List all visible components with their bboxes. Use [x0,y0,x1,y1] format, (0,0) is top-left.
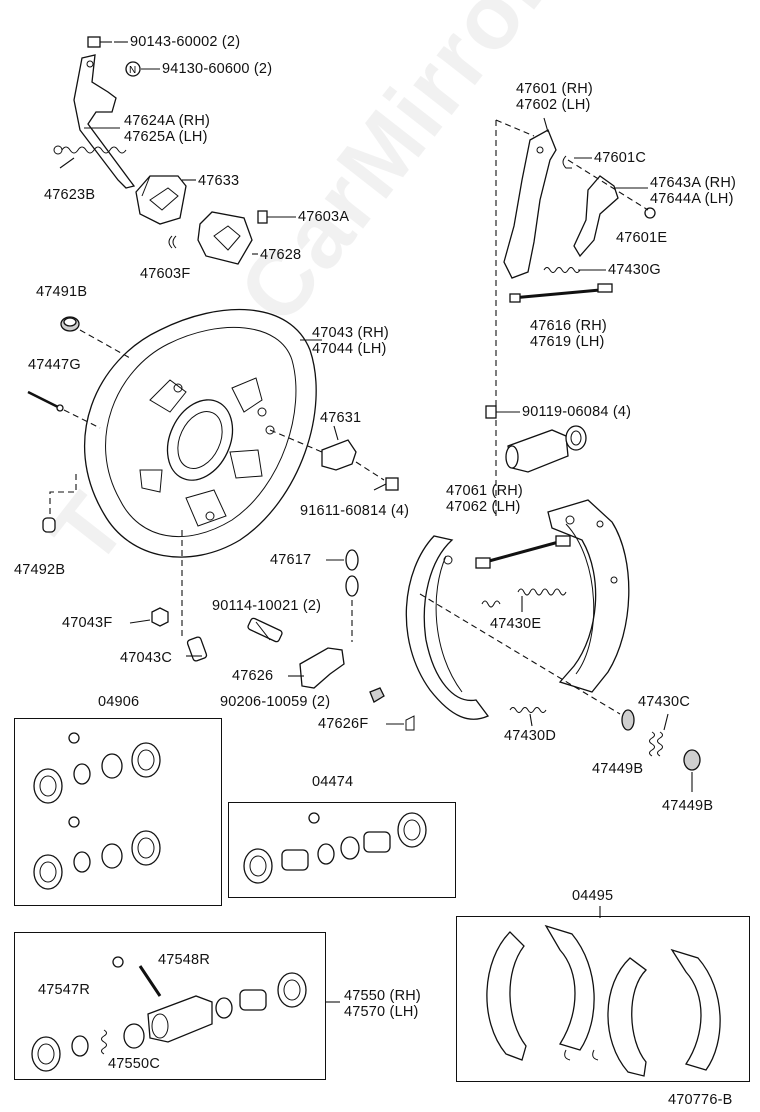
plug-47491b [60,316,131,359]
label-47628: 47628 [260,247,302,263]
label-90143: 90143-60002 (2) [130,34,241,50]
kit-box-wheel-cylinder [14,932,326,1080]
label-47617: 47617 [270,552,312,568]
washer-47601e [644,207,656,219]
lever-47624a [73,54,136,189]
label-47043: 47043 (RH) 47044 (LH) [312,325,389,357]
label-90206: 90206-10059 (2) [220,694,331,710]
label-47548r: 47548R [158,952,210,968]
label-47043f: 47043F [62,615,113,631]
label-47601c: 47601C [594,150,646,166]
label-47449b-1: 47449B [592,761,644,777]
label-47547r: 47547R [38,982,90,998]
kit-04906-parts [33,732,161,890]
backing-plate-47043 [83,308,322,558]
label-47626: 47626 [232,668,274,684]
label-90114: 90114-10021 (2) [212,598,322,614]
spring-47430g [543,267,606,273]
lever-47626 [288,647,345,689]
label-90119: 90119-06084 (4) [522,404,632,420]
lever-47601 [503,117,557,279]
brake-shoe-rear [547,499,630,693]
label-47601e: 47601E [616,230,668,246]
cable-47616 [509,283,613,303]
label-47624a: 47624A (RH) 47625A (LH) [124,113,211,145]
label-94130: 94130-60600 (2) [162,61,273,77]
label-47603f: 47603F [140,266,191,282]
kit-box-04906 [14,718,222,906]
brake-shoe-front [405,535,490,720]
strut-47633 [135,175,196,225]
spring-47623b [53,145,127,169]
adjuster-strut [475,535,571,569]
label-47449b-2: 47449B [662,798,714,814]
label-47491b: 47491B [36,284,88,300]
kit-04474-parts [243,812,427,884]
spring-47430d [509,707,547,727]
ref-code: 470776-B [668,1092,733,1108]
kit-box-04474 [228,802,456,898]
cup-47449b-1 [621,709,635,731]
bolt-47043c [181,530,208,662]
label-47061: 47061 (RH) 47062 (LH) [446,483,523,515]
label-91611: 91611-60814 (4) [300,503,410,519]
spring-47430e [481,588,567,612]
bolt-47447g [27,390,101,429]
cap-47492b [42,470,77,533]
label-47643a: 47643A (RH) 47644A (LH) [650,175,737,207]
dash-guides-right [495,119,649,520]
bolt-90119 [485,405,520,419]
kit-04495-parts [486,906,721,1077]
label-47492b: 47492B [14,562,66,578]
label-47603a: 47603A [298,209,350,225]
wheel-cylinder-47061 [505,425,587,473]
clip-47626f [386,715,415,731]
label-47430d: 47430D [504,728,556,744]
label-47626f: 47626F [318,716,369,732]
label-04906: 04906 [98,694,140,710]
bolt-90143 [87,36,128,48]
bolt-91611 [355,461,399,491]
label-47601: 47601 (RH) 47602 (LH) [516,81,593,113]
dash-guide-shoe [419,593,621,715]
kit-box-04495 [456,916,750,1082]
pin-47603f [168,235,177,249]
label-47550: 47550 (RH) 47570 (LH) [344,988,421,1020]
svg-text:N: N [129,65,136,76]
bolt-47603a [257,210,296,224]
label-47447g: 47447G [28,357,81,373]
label-47043c: 47043C [120,650,172,666]
pin-90114 [247,617,283,643]
strut-47628 [197,211,258,265]
washer-90206 [369,687,385,703]
label-47430e: 47430E [490,616,542,632]
link-47617 [326,549,359,642]
bracket-47631 [269,425,357,471]
label-04495: 04495 [572,888,614,904]
label-47633: 47633 [198,173,240,189]
wheel-cylinder-parts [31,956,340,1072]
label-04474: 04474 [312,774,354,790]
cup-47449b-2 [683,749,701,792]
nut-47043f [129,607,169,627]
label-47430g: 47430G [608,262,661,278]
nut-94130: N [125,61,160,77]
label-47616: 47616 (RH) 47619 (LH) [530,318,607,350]
bracket-47643a [573,175,648,258]
label-47631: 47631 [320,410,362,426]
label-47550c: 47550C [108,1056,160,1072]
label-47430c: 47430C [638,694,690,710]
label-47623b: 47623B [44,187,96,203]
spring-47430c [649,713,669,757]
clip-47601c [562,155,592,169]
